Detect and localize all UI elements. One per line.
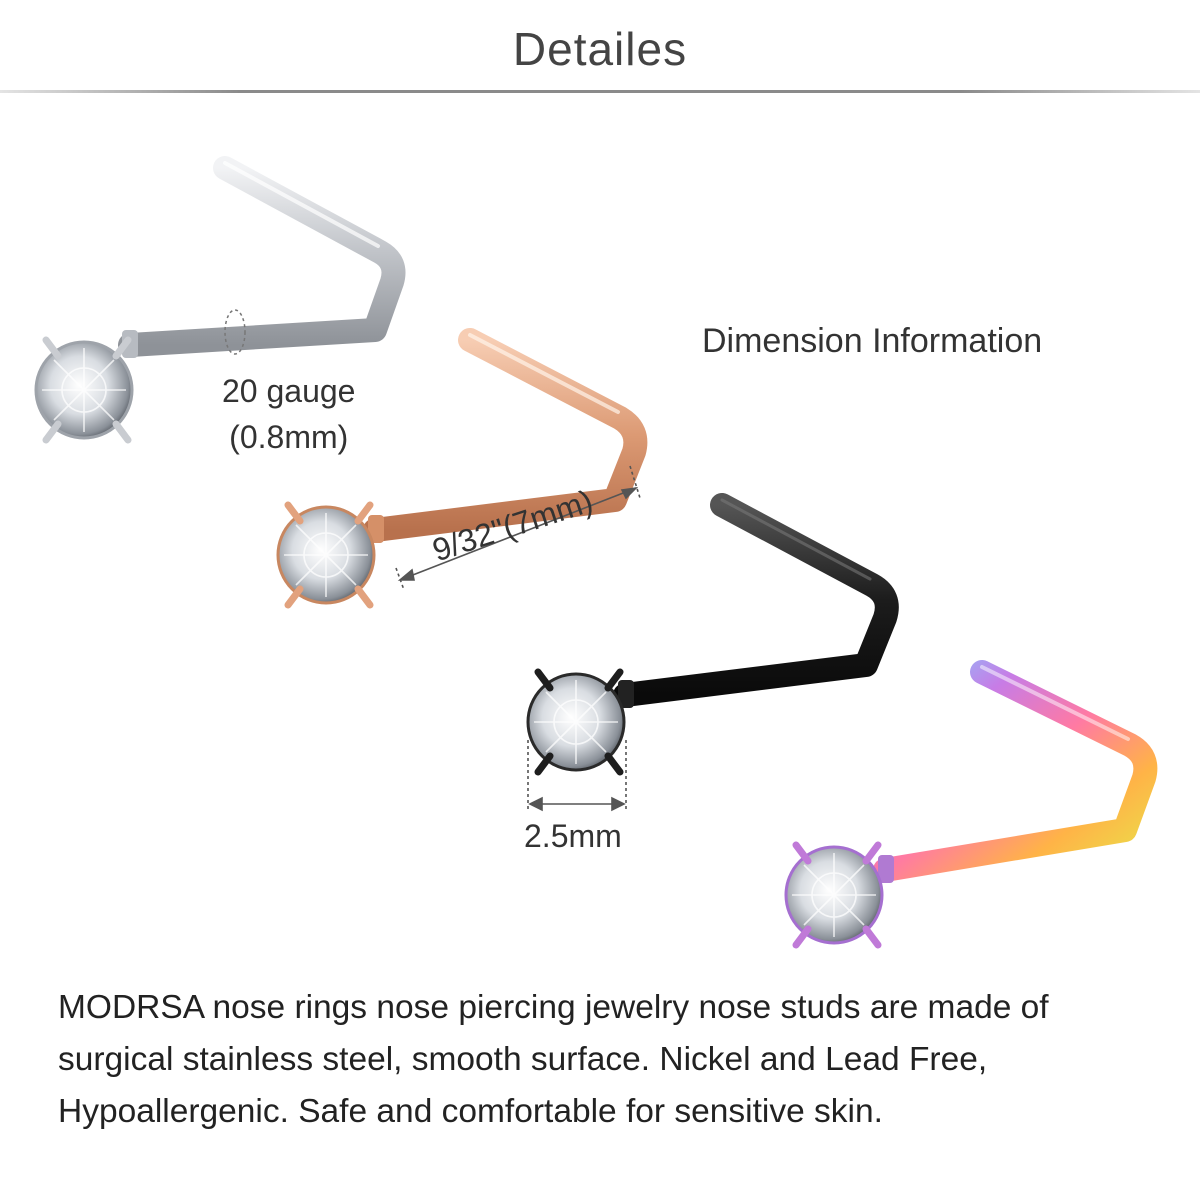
dimension-information-heading: Dimension Information bbox=[702, 322, 1043, 360]
gauge-label-line1: 20 gauge bbox=[222, 373, 356, 409]
rose-gold-nose-stud bbox=[276, 328, 648, 609]
title-divider bbox=[0, 90, 1200, 93]
gem-facets bbox=[534, 680, 618, 764]
gauge-label-line2: (0.8mm) bbox=[229, 419, 349, 455]
product-illustration bbox=[34, 156, 1158, 949]
product-description: MODRSA nose rings nose piercing jewelry … bbox=[58, 989, 1049, 1130]
page-title: Detailes bbox=[512, 23, 688, 75]
gem-facets bbox=[42, 348, 126, 432]
gem-facets bbox=[792, 853, 876, 937]
black-nose-stud bbox=[526, 493, 899, 812]
silver-nose-stud bbox=[34, 156, 406, 444]
gem-facets bbox=[284, 513, 368, 597]
stone-size-label: 2.5mm bbox=[524, 818, 622, 854]
stone-measure-line bbox=[527, 740, 627, 812]
rainbow-nose-stud bbox=[784, 660, 1158, 949]
length-measure-line bbox=[395, 465, 641, 591]
gauge-label: 20 gauge (0.8mm) bbox=[222, 368, 355, 460]
